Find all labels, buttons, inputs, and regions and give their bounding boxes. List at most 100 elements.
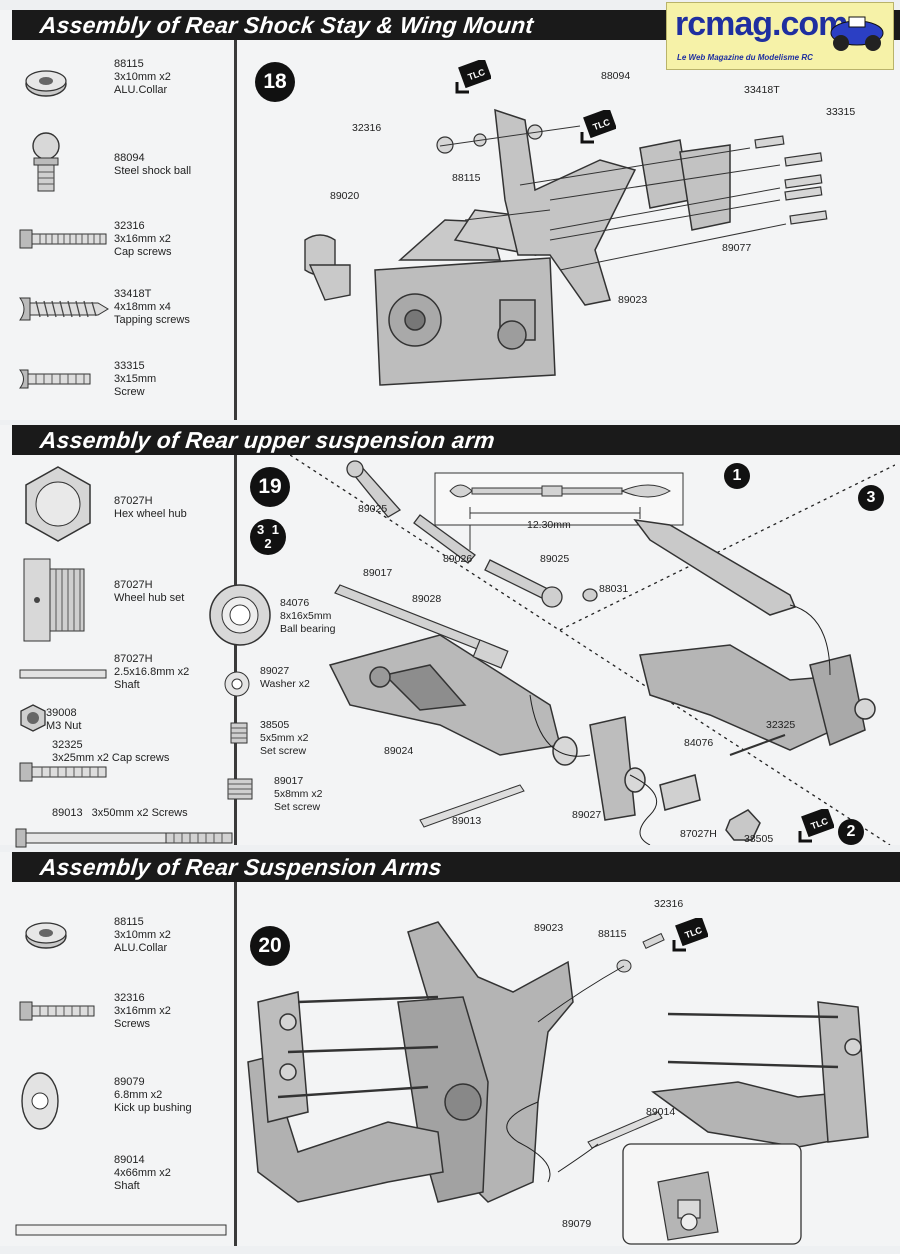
part-label: 38505 5x5mm x2 Set screw [260, 719, 308, 758]
part-item: 89079 6.8mm x2 Kick up bushing [12, 1062, 234, 1142]
part-desc: 2.5x16.8mm x2 [114, 666, 190, 678]
part-desc: 4x18mm x4 [114, 301, 171, 313]
part-desc: Wheel hub set [114, 592, 185, 604]
step-order-badge: 3 1 2 [250, 519, 286, 555]
order-text: 3 1 2 [256, 522, 280, 551]
part-callout: 89023 [534, 922, 564, 934]
cap-screw-icon [19, 762, 107, 782]
set-screw-icon [227, 778, 253, 800]
shock-ball-icon [32, 132, 60, 192]
exploded-diagram [290, 455, 895, 845]
threadlock-icon: TLC [672, 918, 708, 952]
parts-list: 88115 3x10mm x2 ALU.Collar 88094 Steel s… [12, 40, 237, 420]
exploded-diagram [304, 108, 828, 386]
part-desc: 5x5mm x2 [260, 732, 309, 744]
part-callout: 89020 [330, 190, 360, 202]
part-callout: 88115 [598, 928, 627, 940]
part-item: 88094 Steel shock ball [12, 130, 234, 200]
logo-tagline: Le Web Magazine du Modelisme RC [677, 53, 813, 62]
threadlock-icon: TLC [580, 110, 616, 144]
cap-screw-icon [19, 229, 107, 249]
part-item: 32325 3x25mm x2 Cap screws [12, 739, 234, 787]
hex-hub-icon [25, 466, 91, 542]
sub-step-badge: 1 [724, 463, 750, 489]
logo-text: rcmag.com [675, 5, 848, 43]
cap-screw-icon [19, 1001, 95, 1021]
part-code: 89017 [274, 775, 304, 787]
part-item: 89013 3x50mm x2 Screws [12, 807, 234, 857]
part-desc: 3x25mm x2 Cap screws [52, 752, 170, 764]
part-item: 87027H 2.5x16.8mm x2 Shaft [12, 653, 234, 701]
rcmag-logo: rcmag.com Le Web Magazine du Modelisme R… [666, 2, 894, 70]
part-desc: Tapping screws [114, 314, 190, 326]
part-callout: 33418T [744, 84, 780, 96]
sub-step-badge: 3 [858, 485, 884, 511]
parts-list: 88115 3x10mm x2 ALU.Collar 32316 3x16mm … [12, 882, 237, 1246]
section-header: Assembly of Rear upper suspension arm [12, 425, 900, 455]
set-screw-icon [230, 722, 248, 744]
part-desc: Cap screws [114, 246, 172, 258]
part-callout: 89025 [540, 553, 570, 565]
section-rear-suspension-arms: Assembly of Rear Suspension Arms 88115 3… [0, 852, 900, 1246]
section-title: Assembly of Rear Suspension Arms [38, 854, 444, 880]
part-item: 89014 4x66mm x2 Shaft [12, 1150, 234, 1240]
part-callout: 89026 [443, 553, 473, 565]
threadlock-icon: TLC [798, 809, 834, 843]
part-code: 32325 [52, 739, 83, 751]
part-code: 87027H [114, 495, 153, 507]
wheel-hub-icon [23, 558, 85, 642]
step-number-badge: 19 [250, 467, 290, 507]
part-code: 32316 [114, 992, 145, 1004]
part-code: 33418T [114, 288, 152, 300]
ball-bearing-icon [209, 584, 271, 646]
rc-car-icon [830, 16, 884, 51]
kick-up-bushing-icon [21, 1072, 59, 1130]
part-desc: 3x50mm x2 Screws [91, 807, 188, 819]
parts-list: 87027H Hex wheel hub 87027H Wheel hub se… [12, 455, 237, 848]
part-code: 88115 [114, 58, 144, 70]
part-label: 89027 Washer x2 [260, 665, 310, 691]
part-desc: Ball bearing [280, 623, 336, 635]
part-callout: 89014 [646, 1106, 676, 1118]
nut-icon [20, 704, 46, 732]
shaft-icon [19, 669, 107, 679]
part-desc: Washer x2 [260, 678, 310, 690]
part-item: 32316 3x16mm x2 Cap screws [12, 220, 234, 260]
part-code: 39008 [46, 707, 77, 719]
part-code: 33315 [114, 360, 145, 372]
part-desc: 3x10mm x2 [114, 929, 171, 941]
part-desc: Shaft [114, 1180, 140, 1192]
part-callout: 88094 [601, 70, 631, 82]
part-callout: 33315 [826, 106, 856, 118]
long-screw-icon [15, 828, 233, 848]
part-item: 87027H Wheel hub set [12, 555, 234, 650]
part-desc: 3x15mm [114, 373, 157, 385]
part-code: 88115 [114, 916, 144, 928]
part-item: 88115 3x10mm x2 ALU.Collar [12, 58, 234, 118]
collar-icon [25, 922, 67, 949]
part-item: 33418T 4x18mm x4 Tapping screws [12, 288, 234, 332]
part-desc: Set screw [260, 745, 307, 757]
part-code: 84076 [280, 597, 310, 609]
part-desc: ALU.Collar [114, 942, 168, 954]
part-callout: 89028 [412, 593, 442, 605]
part-callout: 89027 [572, 809, 602, 821]
part-item: 87027H Hex wheel hub [12, 463, 234, 553]
part-item: 33315 3x15mm Screw [12, 360, 234, 400]
part-desc: 3x10mm x2 [114, 71, 171, 83]
part-callout: 38505 [744, 833, 774, 845]
part-desc: 4x66mm x2 [114, 1167, 171, 1179]
sub-step-badge: 2 [838, 819, 864, 845]
part-desc: Screws [114, 1018, 151, 1030]
part-desc: 3x16mm x2 [114, 233, 171, 245]
part-desc: Kick up bushing [114, 1102, 192, 1114]
part-code: 89013 [52, 807, 83, 819]
part-item: 39008 M3 Nut [12, 703, 234, 737]
threadlock-icon: TLC [455, 60, 491, 94]
part-callout: 87027H [680, 828, 717, 840]
part-code: 89079 [114, 1076, 145, 1088]
part-code: 38505 [260, 719, 290, 731]
collar-icon [25, 70, 67, 97]
part-code: 87027H [114, 579, 153, 591]
tapping-screw-icon [19, 297, 109, 321]
